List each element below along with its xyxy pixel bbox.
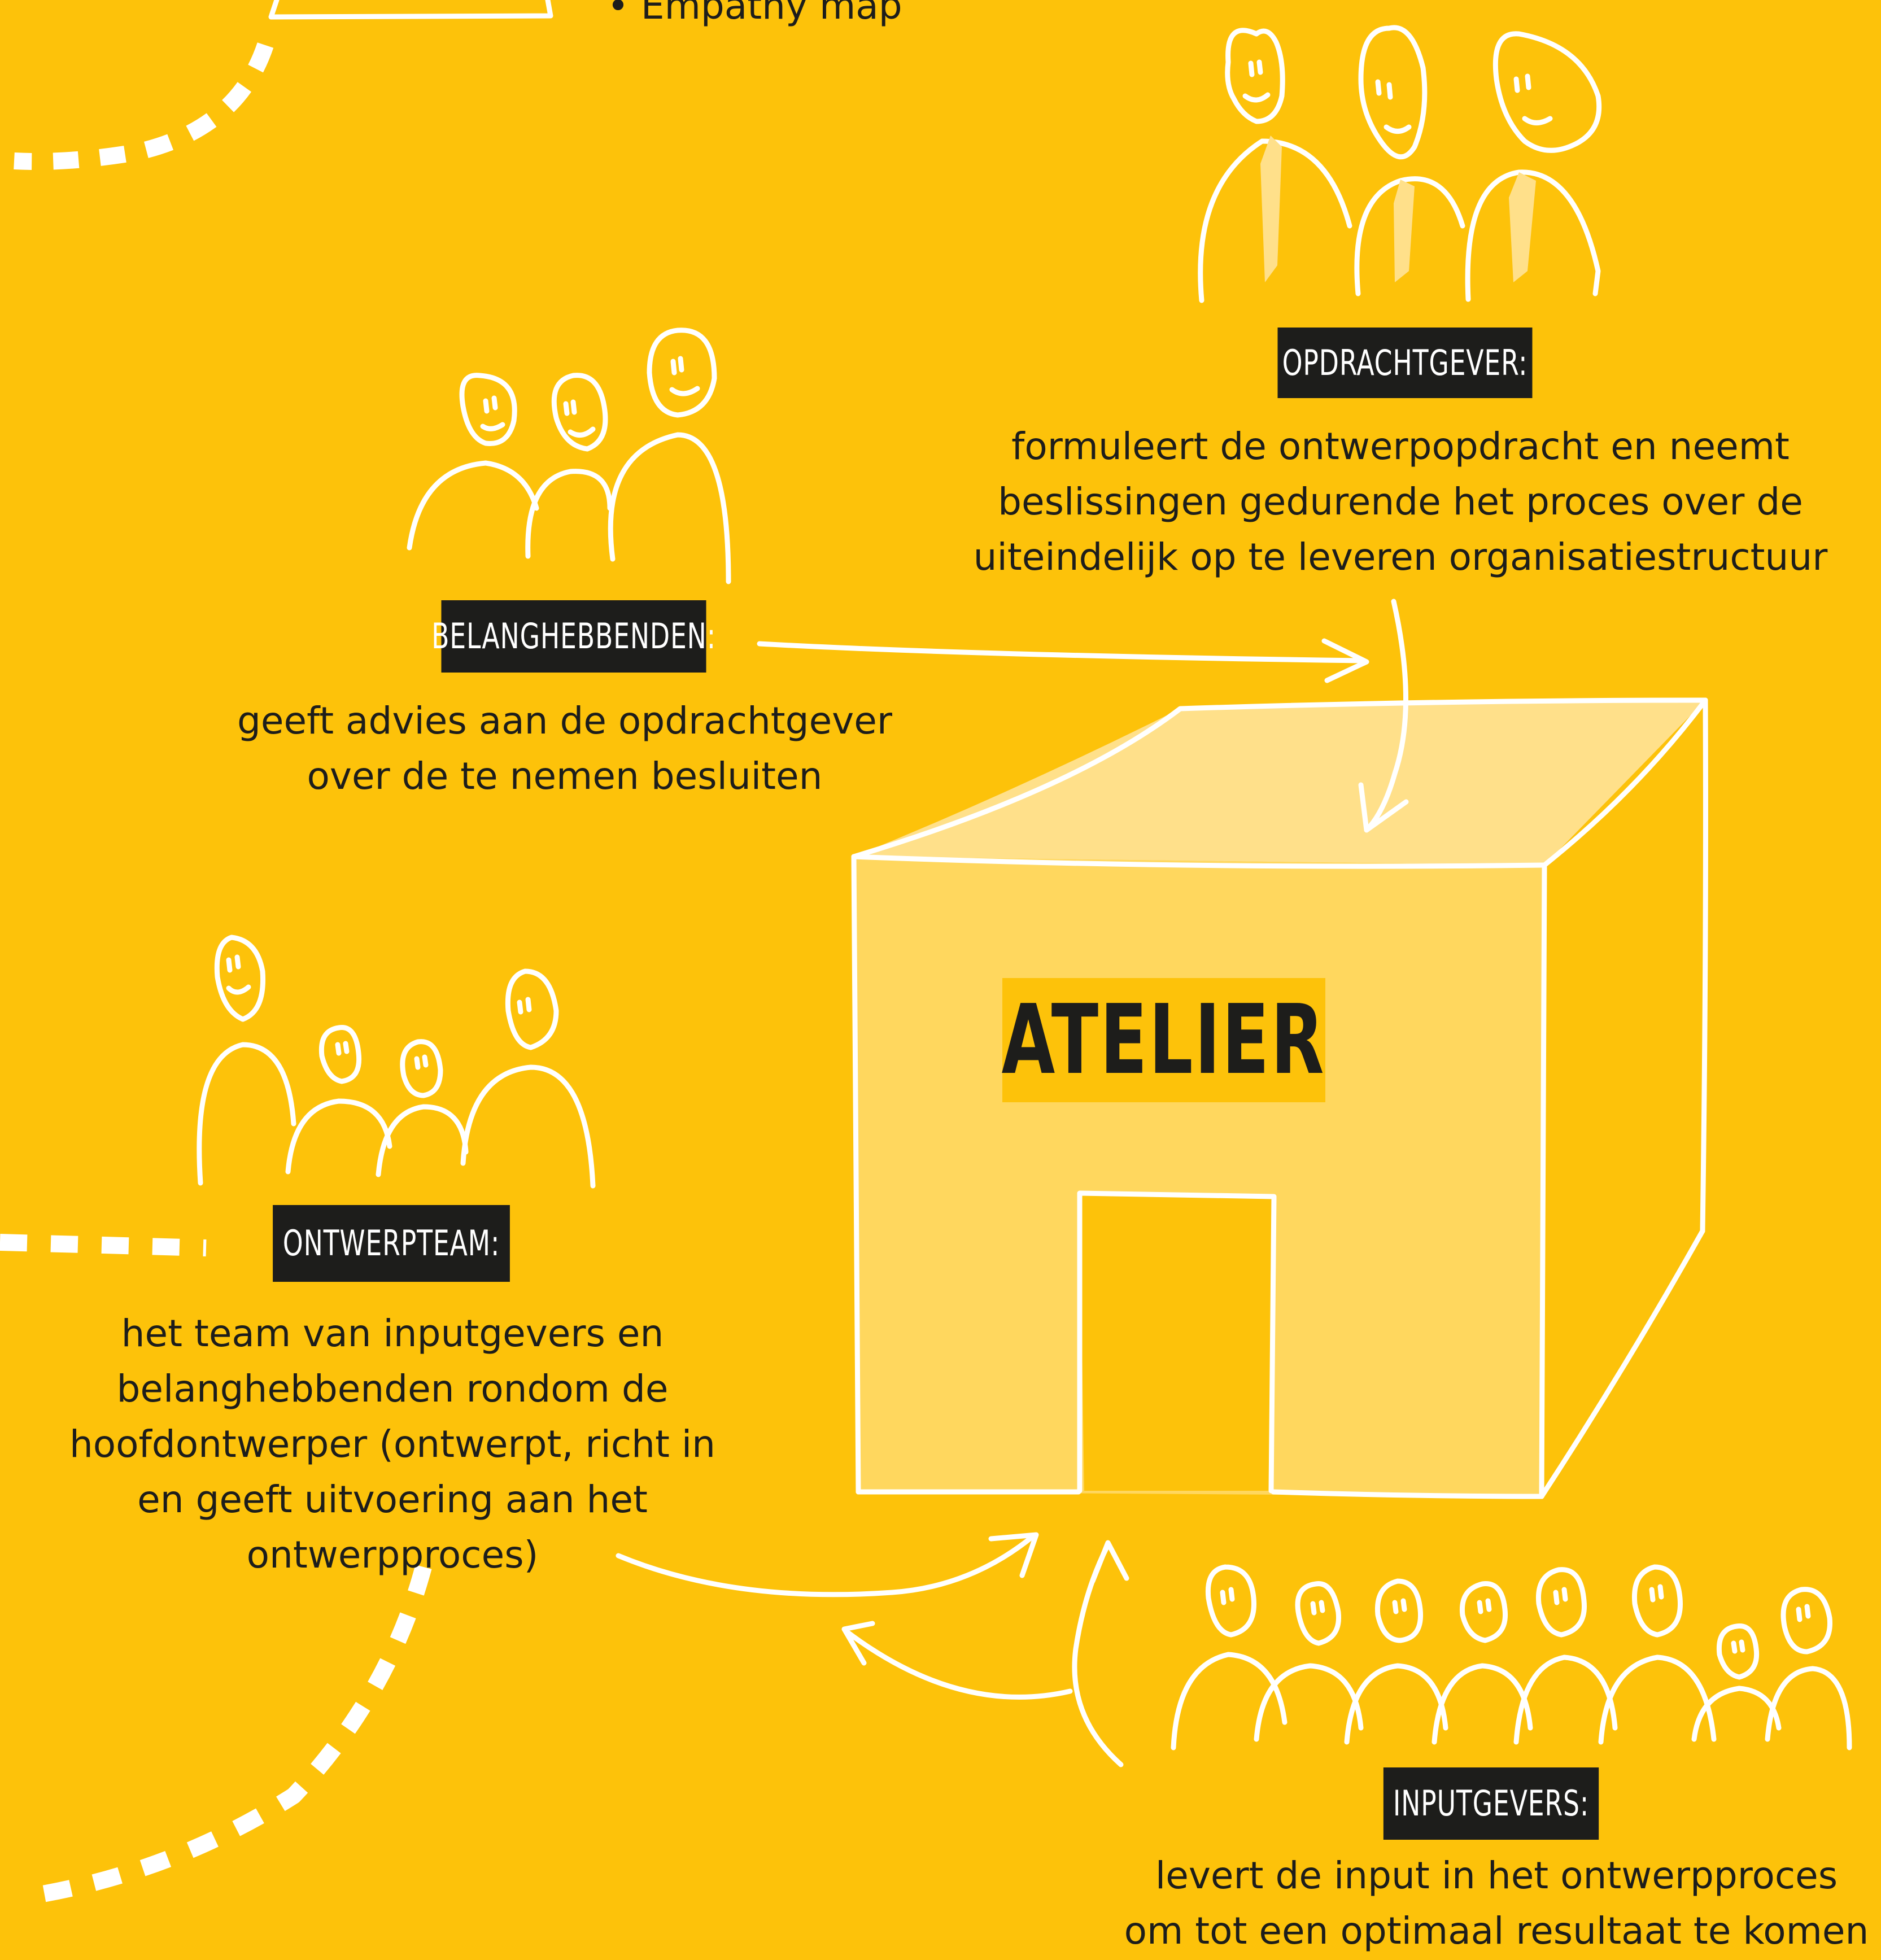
arrow-inputgevers-to-atelier bbox=[1072, 1540, 1129, 1767]
opdrachtgever-figures bbox=[1198, 25, 1602, 303]
label-inputgevers: INPUTGEVERS: bbox=[1383, 1767, 1599, 1840]
description-belanghebbenden: geeft advies aan de opdrachtgever over d… bbox=[237, 699, 892, 798]
dashed-path-top bbox=[14, 42, 274, 170]
person-figure-18 bbox=[1765, 1587, 1852, 1751]
person-figure-8 bbox=[285, 1025, 392, 1175]
person-figure-1 bbox=[1198, 28, 1352, 303]
person-figure-14 bbox=[1432, 1581, 1533, 1745]
arrow-belanghebbenden-to-atelier bbox=[757, 638, 1369, 683]
person-figure-6 bbox=[608, 328, 731, 584]
arrow-ontwerpteam-to-atelier bbox=[616, 1532, 1039, 1597]
description-inputgevers: levert de input in het ontwerpproces om … bbox=[1124, 1854, 1869, 1953]
description-opdrachtgever: formuleert de ontwerpopdracht en neemt b… bbox=[973, 425, 1828, 579]
person-figure-17 bbox=[1691, 1623, 1782, 1742]
person-figure-12 bbox=[1254, 1581, 1364, 1742]
inputgevers-figures bbox=[1171, 1564, 1852, 1751]
arrow-inputgevers-to-ontwerpteam bbox=[841, 1621, 1073, 1700]
label-opdrachtgever: OPDRACHTGEVER: bbox=[1277, 328, 1533, 398]
top-box-fragment bbox=[268, 0, 553, 20]
person-figure-2 bbox=[1354, 25, 1465, 296]
label-belanghebbenden: BELANGHEBBENDEN: bbox=[431, 600, 715, 673]
dashed-path-middle bbox=[0, 1234, 207, 1256]
dashed-path-bottom bbox=[21, 1565, 432, 1906]
person-figure-5 bbox=[525, 373, 613, 559]
belanghebbenden-figures bbox=[407, 328, 731, 584]
description-ontwerpteam: het team van inputgevers en belanghebben… bbox=[69, 1312, 716, 1577]
person-figure-9 bbox=[376, 1039, 469, 1177]
person-figure-4 bbox=[407, 373, 539, 551]
ontwerpteam-figures bbox=[197, 935, 596, 1189]
person-figure-11 bbox=[1171, 1564, 1288, 1751]
empathy-map-note: • Empathy map bbox=[607, 0, 902, 28]
arrow-opdrachtgever-to-atelier bbox=[1358, 599, 1409, 833]
label-ontwerpteam: ONTWERPTEAM: bbox=[273, 1205, 510, 1282]
person-figure-15 bbox=[1513, 1567, 1618, 1745]
person-figure-7 bbox=[197, 935, 296, 1186]
atelier-sign: ATELIER bbox=[1002, 978, 1325, 1102]
atelier-title: ATELIER bbox=[1002, 984, 1326, 1096]
person-figure-16 bbox=[1598, 1564, 1717, 1745]
person-figure-10 bbox=[460, 968, 596, 1189]
person-figure-3 bbox=[1465, 31, 1602, 302]
person-figure-13 bbox=[1344, 1578, 1448, 1745]
